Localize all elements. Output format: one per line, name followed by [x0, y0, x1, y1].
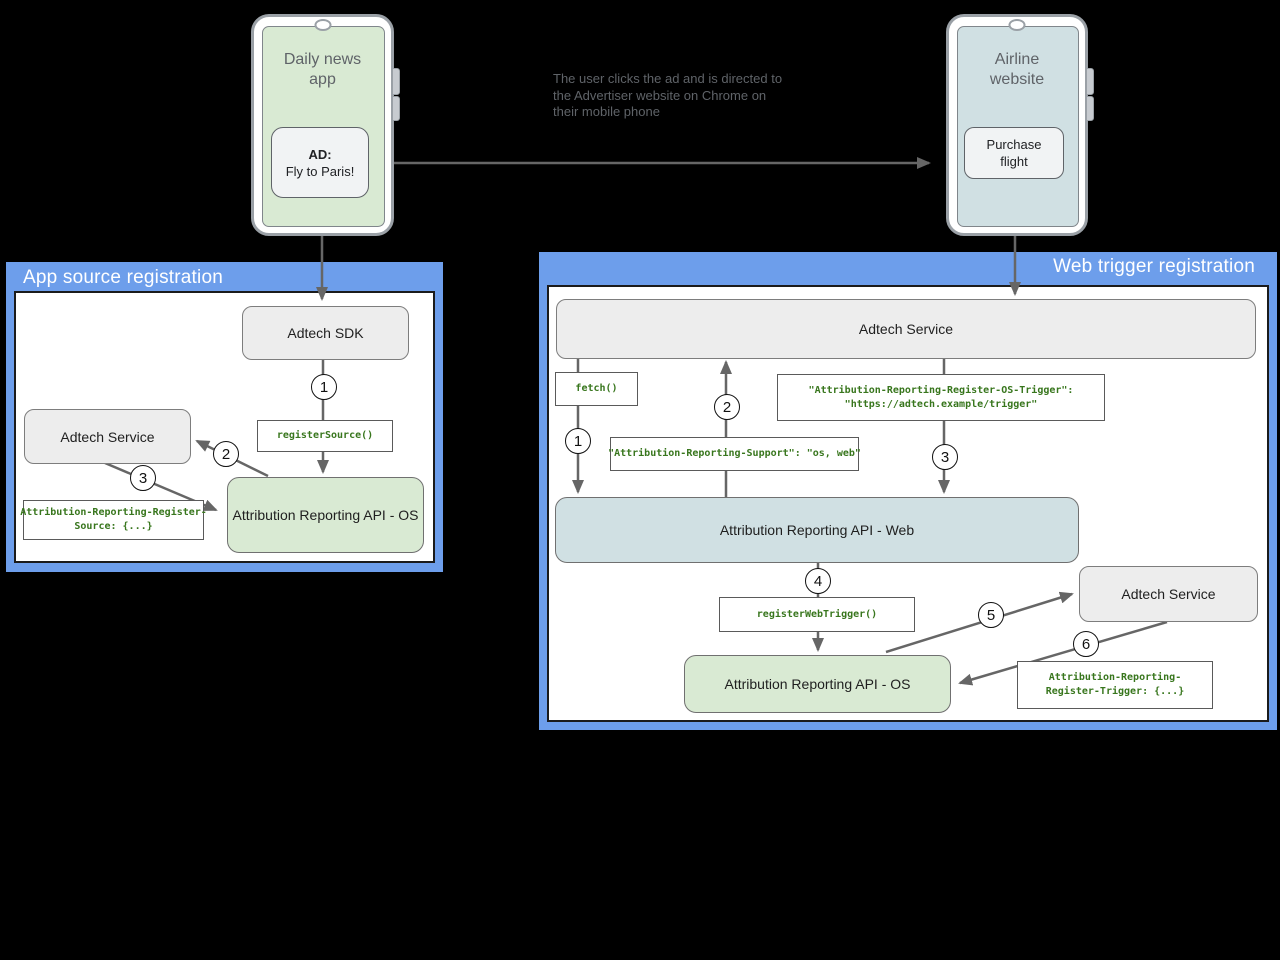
phone-side-button-top — [1086, 68, 1094, 95]
code-support-header: "Attribution-Reporting-Support": "os, we… — [608, 437, 861, 471]
step-circle-6: 6 — [1073, 631, 1099, 657]
code-fetch: fetch() — [555, 372, 638, 406]
box-adtech-sdk: Adtech SDK — [242, 306, 409, 360]
purchase-flight-card: Purchase flight — [964, 127, 1064, 179]
purchase-flight-label: Purchase flight — [986, 137, 1042, 169]
box-adtech-service: Adtech Service — [24, 409, 191, 464]
ad-text: Fly to Paris! — [285, 163, 355, 179]
panel-title: App source registration — [23, 267, 223, 288]
annotation-text: The user clicks the ad and is directed t… — [553, 71, 783, 119]
phone-camera-icon — [1008, 19, 1026, 31]
code-register-web-trigger: registerWebTrigger() — [719, 597, 915, 632]
phone-side-button-top — [392, 68, 400, 95]
phone-screen — [957, 26, 1079, 227]
phone-daily-news: Daily news app AD: Fly to Paris! — [251, 14, 400, 236]
panel-title: Web trigger registration — [1053, 256, 1255, 277]
phone-airline: Airline website Purchase flight — [946, 14, 1094, 236]
step-circle-2: 2 — [213, 441, 239, 467]
step-circle-4: 4 — [805, 568, 831, 594]
box-attribution-api-os-web: Attribution Reporting API - OS — [684, 655, 951, 713]
step-circle-3: 3 — [932, 444, 958, 470]
code-register-trigger-header: Attribution-Reporting- Register-Trigger:… — [1017, 661, 1213, 709]
app-title: Daily news app — [283, 51, 362, 88]
box-attribution-api-web: Attribution Reporting API - Web — [555, 497, 1079, 563]
ad-label: AD: — [308, 146, 332, 162]
website-title: Airline website — [989, 51, 1045, 88]
code-register-source: registerSource() — [257, 420, 393, 452]
step-circle-3: 3 — [130, 465, 156, 491]
code-register-source-header: Attribution-Reporting-Register- Source: … — [20, 500, 207, 540]
step-circle-1: 1 — [311, 374, 337, 400]
box-attribution-api-os: Attribution Reporting API - OS — [227, 477, 424, 553]
phone-side-button-bottom — [1086, 96, 1094, 121]
step-circle-2: 2 — [714, 394, 740, 420]
code-register-os-trigger-header: "Attribution-Reporting-Register-OS-Trigg… — [777, 374, 1105, 421]
ad-card: AD: Fly to Paris! — [271, 127, 369, 198]
step-circle-1: 1 — [565, 428, 591, 454]
phone-camera-icon — [314, 19, 331, 31]
box-adtech-service-right: Adtech Service — [1079, 566, 1258, 622]
box-adtech-service-top: Adtech Service — [556, 299, 1256, 359]
step-circle-5: 5 — [978, 602, 1004, 628]
phone-side-button-bottom — [392, 96, 400, 121]
